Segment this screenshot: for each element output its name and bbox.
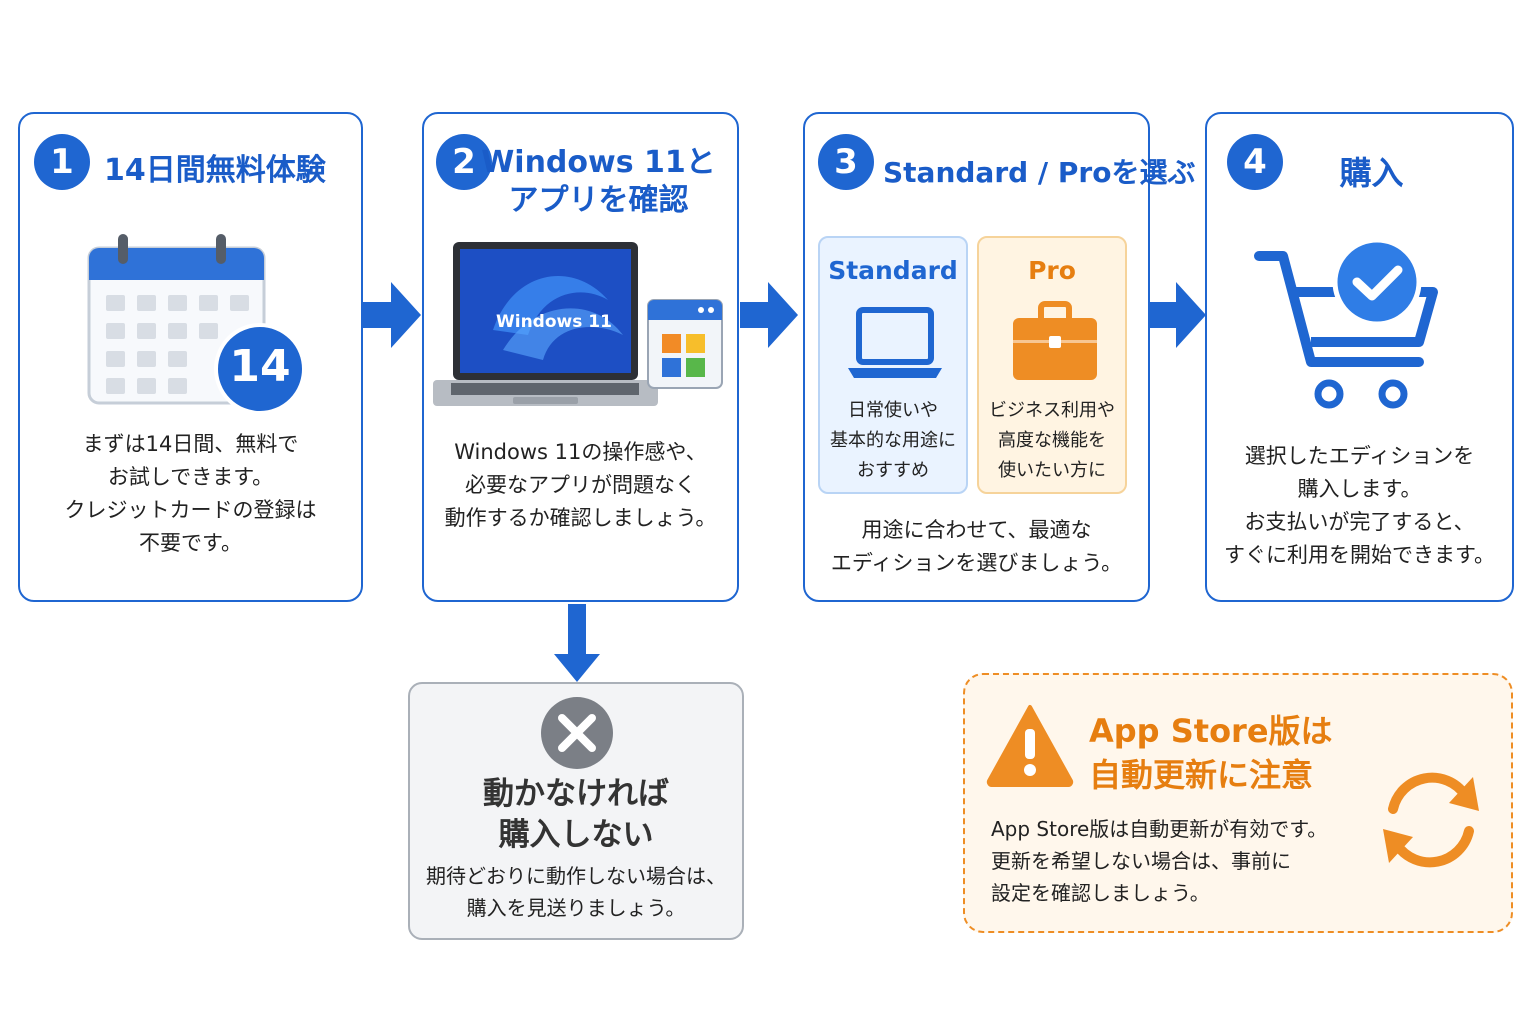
step-description: Windows 11の操作感や、 必要なアプリが問題なく 動作するか確認しましょ…: [444, 440, 717, 530]
step-description: 用途に合わせて、最適な エディションを選びましょう。: [830, 518, 1123, 575]
step-description: 選択したエディションを 購入します。 お支払いが完了すると、 すぐに利用を開始で…: [1224, 444, 1495, 567]
no-go-box: 動かなければ 購入しない 期待どおりに動作しない場合は、 購入を見送りましょう。: [408, 682, 744, 940]
step-title: 14日間無料体験: [104, 153, 326, 188]
warning-title: App Store版は 自動更新に注意: [1089, 712, 1333, 794]
arrow-right-icon: [740, 282, 798, 348]
warning-icon: [986, 705, 1074, 787]
option-name: Standard: [828, 256, 958, 285]
laptop-icon: [848, 307, 942, 378]
refresh-icon: [1383, 772, 1479, 868]
no-go-title: 動かなければ 購入しない: [483, 776, 669, 853]
close-icon: [541, 697, 613, 769]
step-2-card: 2 Windows 11と アプリを確認 Windows 11 Windows …: [422, 112, 739, 602]
option-pro[interactable]: Pro ビジネス利用や 高度な機能を 使いたい方に: [977, 236, 1127, 494]
windows-screen-label: Windows 11: [496, 312, 612, 332]
option-name: Pro: [1028, 256, 1076, 285]
step-title: 購入: [1339, 154, 1404, 192]
arrow-right-icon: [363, 282, 421, 348]
no-go-description: 期待どおりに動作しない場合は、 購入を見送りましょう。: [426, 864, 726, 920]
laptop-icon: [433, 242, 658, 406]
arrow-down-icon: [554, 604, 600, 682]
warning-box: App Store版は 自動更新に注意 App Store版は自動更新が有効です…: [963, 673, 1513, 933]
calendar-icon: [87, 234, 306, 413]
briefcase-icon: [1013, 301, 1097, 380]
step-number-badge: 3: [818, 134, 874, 190]
arrow-right-icon: [1150, 282, 1206, 348]
calendar-day-number: 14: [229, 341, 291, 392]
step-title: Standard / Proを選ぶ: [883, 156, 1196, 189]
option-description: 日常使いや 基本的な用途に おすすめ: [830, 400, 956, 481]
shopping-cart-check-icon: [1254, 237, 1438, 409]
step-1-card: 1 14日間無料体験 14 まずは14日間、無料で お試しできます。 クレジット…: [18, 112, 363, 602]
step-4-card: 4 購入 選択したエディションを 購入します。 お支払いが完了すると、 すぐに利…: [1205, 112, 1514, 602]
warning-description: App Store版は自動更新が有効です。 更新を希望しない場合は、事前に 設定…: [991, 817, 1328, 905]
option-standard[interactable]: Standard 日常使いや 基本的な用途に おすすめ: [818, 236, 968, 494]
step-description: まずは14日間、無料で お試しできます。 クレジットカードの登録は 不要です。: [64, 432, 317, 555]
step-number-badge: 4: [1227, 134, 1283, 190]
step-title: Windows 11と アプリを確認: [481, 145, 716, 218]
step-number-badge: 2: [436, 134, 492, 190]
step-number-badge: 1: [34, 134, 90, 190]
option-description: ビジネス利用や 高度な機能を 使いたい方に: [989, 400, 1115, 481]
app-window-icon: [647, 299, 723, 389]
